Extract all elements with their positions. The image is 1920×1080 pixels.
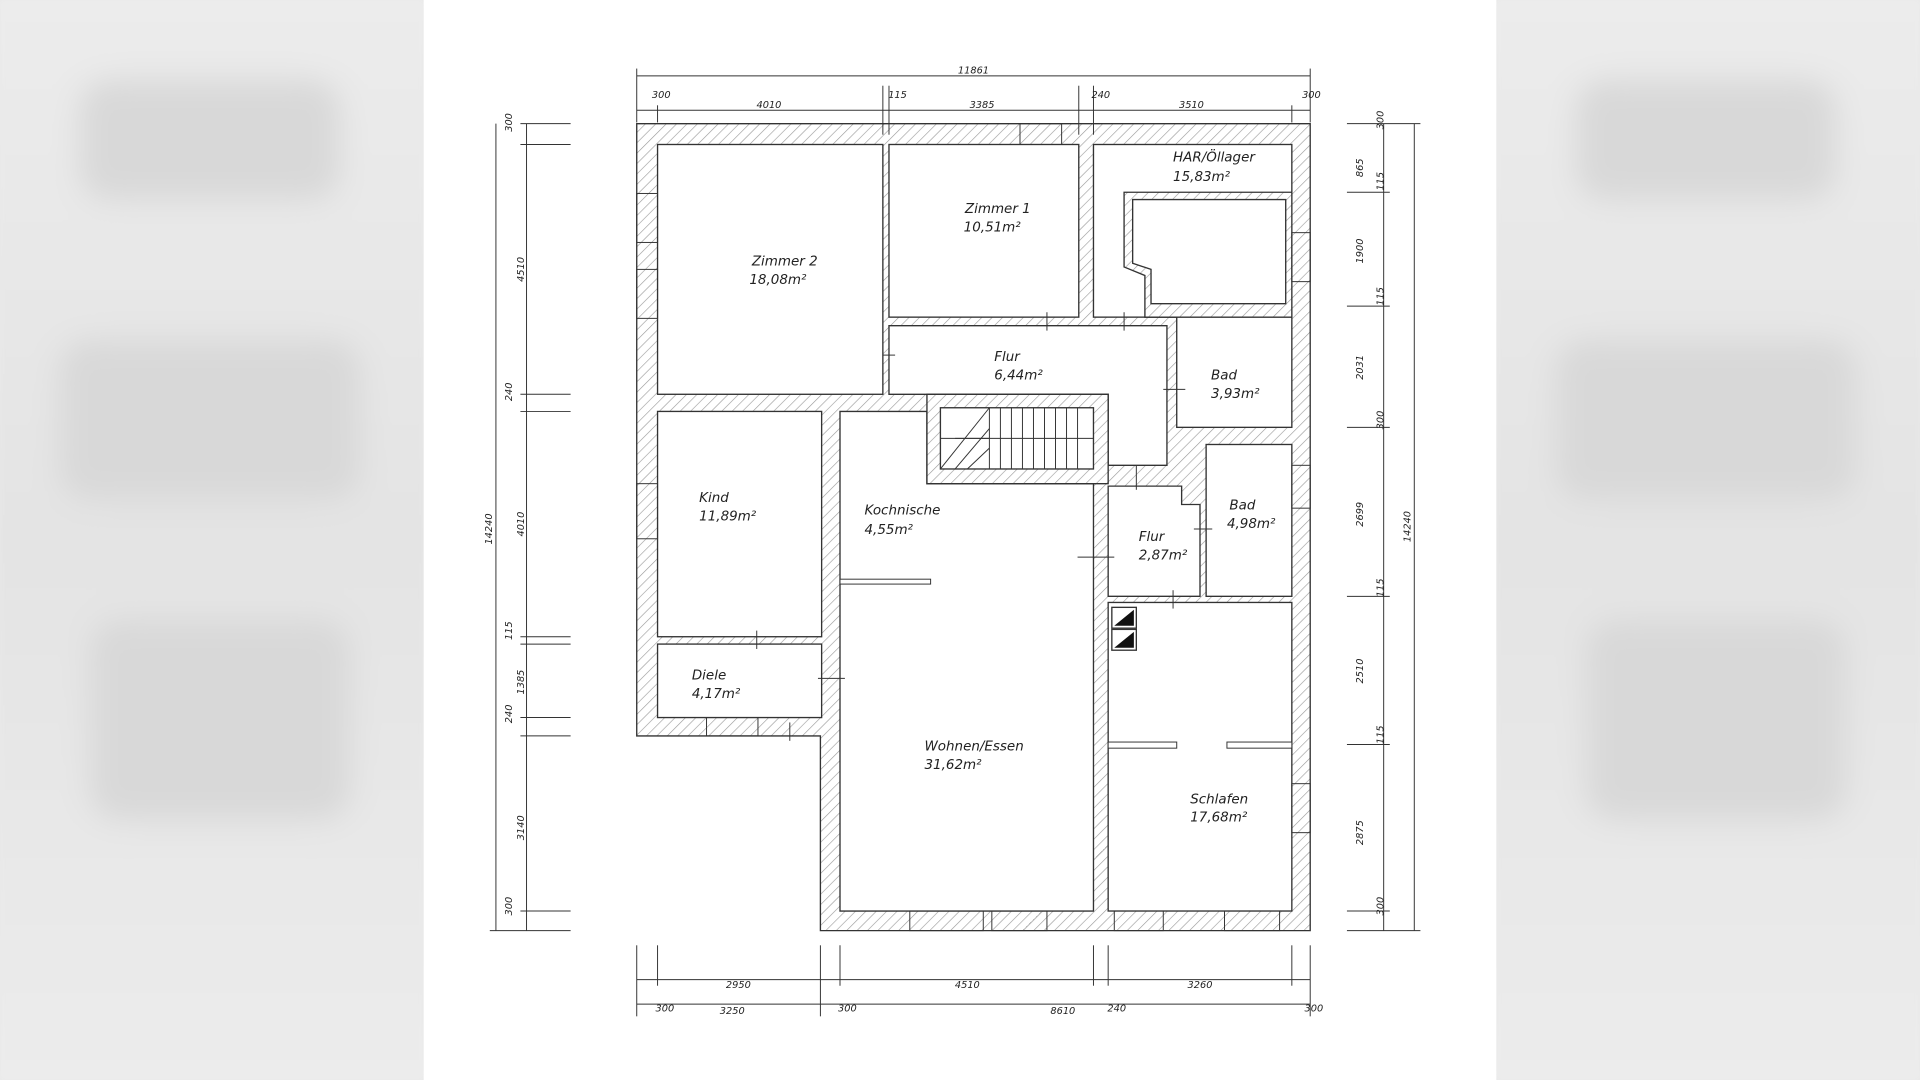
room-area: 4,98m² [1227,517,1276,532]
dim-right: 2699 [1355,502,1366,527]
room-area: 3,93m² [1211,387,1260,402]
dim-top: 300 [1302,90,1321,101]
dim-right: 2031 [1355,355,1366,380]
room-kind [656,410,823,638]
dim-right: 115 [1376,287,1387,306]
room-area: 17,68m² [1190,811,1248,826]
dim-top: 115 [888,90,907,101]
room-area: 4,55m² [864,523,913,538]
room-area: 11,89m² [699,509,757,524]
dim-top: 3510 [1179,100,1204,111]
dim-right: 300 [1376,111,1387,130]
room-name: Bad [1229,498,1255,513]
storage-inner-room [1131,198,1287,305]
door-marks [756,312,1213,741]
dim-bottom: 300 [656,1003,675,1014]
dim-bottom: 300 [838,1003,857,1014]
dim-left: 240 [504,705,515,724]
blurred-background-left [0,0,424,1080]
dimension-lines [489,68,1421,1017]
dim-right: 300 [1376,897,1387,916]
dim-bottom: 3260 [1188,980,1213,991]
dimension-labels: 11861 300 4010 115 3385 240 3510 300 142… [484,65,1413,1016]
dim-right: 115 [1376,578,1387,597]
room-area: 4,17m² [692,687,741,702]
room-diele [656,643,823,719]
dim-left: 300 [504,113,515,132]
room-area: 31,62m² [924,758,982,773]
windows [636,123,1311,932]
dim-right: 115 [1376,725,1387,744]
dim-bottom: 300 [1305,1003,1324,1014]
dim-right: 1900 [1355,239,1366,264]
dim-left: 300 [504,897,515,916]
chimney-icon [1111,606,1137,651]
dim-right: 115 [1376,172,1387,191]
room-name: Kind [699,491,729,506]
dim-right: 300 [1376,411,1387,430]
room-flur-lower [1107,485,1201,597]
dim-bottom: 2950 [726,980,751,991]
dim-top: 3385 [970,100,995,111]
dim-left: 4510 [516,257,527,282]
dim-bottom: 8610 [1050,1006,1075,1017]
room-area: 2,87m² [1139,549,1188,564]
dim-left: 1385 [516,670,527,695]
staircase [926,393,1109,485]
room-zimmer-2 [656,143,884,395]
room-name: Zimmer 2 [751,255,818,270]
dim-right: 2875 [1355,820,1366,845]
room-area: 18,08m² [749,273,807,288]
dim-bottom: 4510 [955,980,980,991]
dim-top-total: 11861 [958,65,989,76]
room-bad-lower [1205,443,1293,597]
room-zimmer-1 [888,143,1080,318]
room-labels: Zimmer 2 18,08m² Zimmer 1 10,51m² HAR/Öl… [692,148,1276,826]
dim-top: 240 [1091,90,1110,101]
dim-top: 300 [652,90,671,101]
room-name: Wohnen/Essen [924,740,1023,755]
room-area: 15,83m² [1173,170,1231,185]
room-schlafen [1107,601,1293,912]
dim-top: 4010 [757,100,782,111]
dim-left: 4010 [516,512,527,537]
dim-right-total: 14240 [1403,511,1414,542]
room-name: Diele [692,669,726,684]
room-name: Bad [1211,369,1237,384]
blurred-background-right [1496,0,1920,1080]
dim-left-total: 14240 [484,513,495,544]
room-name: HAR/Öllager [1173,148,1256,166]
partial-walls [839,578,1293,749]
dim-left: 115 [504,621,515,640]
room-wohnen-essen [839,410,1095,912]
room-name: Flur [1139,530,1166,545]
room-area: 10,51m² [964,220,1022,235]
dim-left: 3140 [516,815,527,840]
room-area: 6,44m² [994,369,1043,384]
dim-left: 240 [504,383,515,402]
room-name: Schlafen [1190,792,1248,807]
dim-bottom: 3250 [720,1006,745,1017]
room-name: Flur [994,350,1021,365]
dim-bottom: 240 [1107,1003,1126,1014]
room-name: Kochnische [864,503,940,518]
dim-right: 865 [1355,158,1366,177]
room-name: Zimmer 1 [964,202,1031,217]
dim-right: 2510 [1355,659,1366,684]
room-bad-upper [1176,311,1293,429]
